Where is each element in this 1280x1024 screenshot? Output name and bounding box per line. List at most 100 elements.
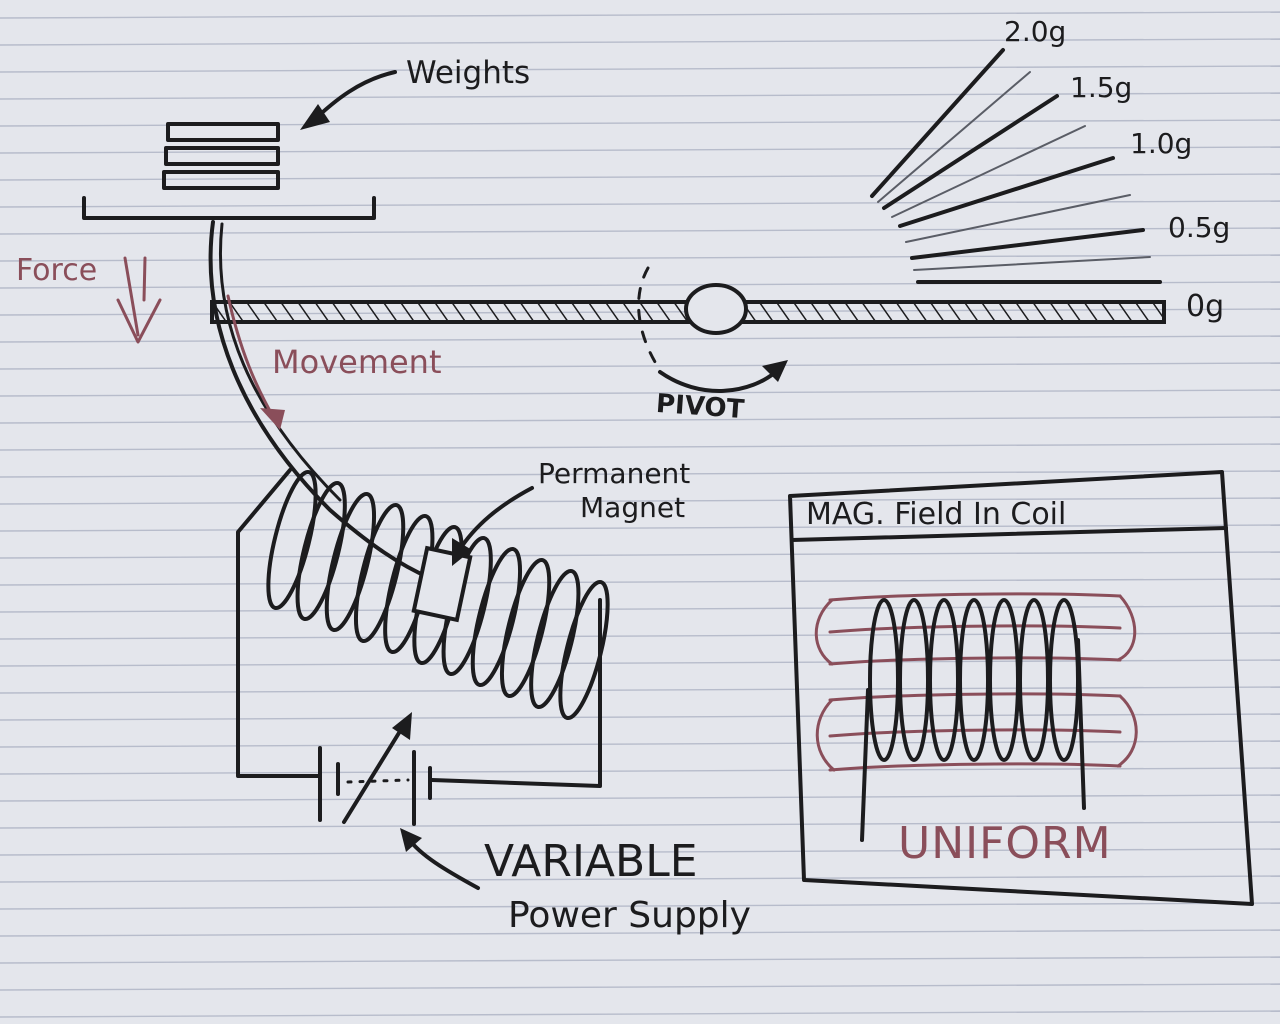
permanent-magnet-label-line1: Permanent [538, 457, 691, 490]
inset-coil [860, 598, 1086, 842]
coil-loop [558, 579, 610, 721]
field-loop [814, 594, 1137, 666]
scale-mark-1-0g: 1.0g [1130, 127, 1193, 160]
inset-coil-loop [898, 598, 930, 762]
scale-ray-faint-marks [877, 71, 1151, 271]
field-line [828, 762, 1122, 772]
inset-coil-loop [958, 598, 990, 762]
ruling-line [0, 416, 1280, 424]
circuit-wire [236, 468, 320, 778]
ruling-line [0, 794, 1280, 802]
inset-field-lines [814, 592, 1138, 772]
inset-coil-loop [928, 598, 960, 762]
ruling-line [0, 200, 1280, 208]
variable-label: VARIABLE [484, 836, 698, 887]
field-line [828, 592, 1122, 602]
inset-coil-loop [1048, 598, 1080, 762]
ruling-line [0, 551, 1280, 559]
lever-arm-curve [208, 220, 432, 580]
coil-loop [266, 469, 318, 611]
coil-loop [529, 568, 581, 710]
ruling-line [0, 254, 1280, 262]
field-line [828, 656, 1122, 666]
ruling-line [0, 929, 1280, 937]
uniform-label: UNIFORM [898, 818, 1112, 869]
coil-loop [499, 557, 552, 699]
ruling-line [0, 605, 1280, 613]
power-supply-label: Power Supply [508, 895, 751, 936]
ruling-line [0, 578, 1280, 586]
ruling-line [0, 65, 1280, 73]
coil-loop [470, 546, 523, 688]
battery-symbol [318, 746, 432, 826]
inset-coil-lead [860, 688, 870, 842]
ruling-line [0, 983, 1280, 991]
scale-mark-2-0g: 2.0g [1004, 15, 1067, 48]
permanent-magnet [411, 545, 473, 623]
variable-arrow [342, 712, 412, 824]
ruling-line [0, 92, 1280, 100]
coil-loop [353, 502, 406, 644]
ruling-line [0, 767, 1280, 775]
weights-stack [162, 122, 280, 190]
ruling-line [0, 389, 1280, 397]
ruling-line [0, 659, 1280, 667]
ruling-line [0, 173, 1280, 181]
scale-mark-0-5g: 0.5g [1168, 211, 1231, 244]
force-arrow [116, 256, 162, 344]
scale-mark-1-5g: 1.5g [1070, 71, 1133, 104]
ruling-line [0, 1010, 1280, 1018]
ruling-line [0, 146, 1280, 154]
ruling-line [0, 740, 1280, 748]
movement-label: Movement [272, 343, 442, 381]
pivot-circle [684, 283, 748, 335]
ruling-line [0, 227, 1280, 235]
ruling-line [0, 38, 1280, 46]
force-label: Force [16, 253, 98, 288]
pivot-label: PIVOT [655, 388, 746, 426]
ruling-line [0, 956, 1280, 964]
field-line [828, 728, 1122, 738]
ruling-line [0, 470, 1280, 478]
circuit-wire-right [430, 598, 602, 788]
inset-coil-loop [988, 598, 1020, 762]
field-loop [815, 694, 1138, 772]
ruling-line [0, 902, 1280, 910]
ruling-line [0, 875, 1280, 883]
inset-coil-loop [868, 598, 900, 762]
weight-pan [82, 196, 376, 220]
lever-arm-curve-inner [218, 222, 342, 502]
weights-pointer-arrow [300, 70, 397, 130]
inset-box [788, 470, 1254, 906]
ruling-line [0, 497, 1280, 505]
ruling-line [0, 362, 1280, 370]
ruling-line [0, 11, 1280, 19]
inset-coil-lead [1076, 638, 1086, 810]
ruling-line [0, 713, 1280, 721]
magnet-pointer-arrow [452, 486, 534, 566]
coil-loop [324, 491, 377, 633]
field-line [828, 692, 1122, 702]
ruling-line [0, 335, 1280, 343]
scale-mark-0g: 0g [1186, 289, 1225, 324]
inset-coil-loop [1018, 598, 1050, 762]
ruling-line [0, 848, 1280, 856]
weights-label: Weights [406, 55, 531, 91]
deflection-scale-rays [870, 48, 1162, 284]
field-line [828, 624, 1122, 634]
coil-loop [295, 480, 347, 622]
ruling-line [0, 686, 1280, 694]
power-supply-pointer [400, 828, 480, 890]
ruling-line [0, 524, 1280, 532]
ruling-line [0, 443, 1280, 451]
pivot-rotation-arrow [658, 360, 788, 393]
pivot-dashed-arc [637, 266, 662, 372]
ruling-line [0, 632, 1280, 640]
inset-title: MAG. Field In Coil [806, 497, 1067, 532]
ruling-line [0, 821, 1280, 829]
battery-dots [346, 778, 410, 784]
permanent-magnet-label-line2: Magnet [580, 491, 686, 524]
movement-arrow [226, 294, 285, 430]
